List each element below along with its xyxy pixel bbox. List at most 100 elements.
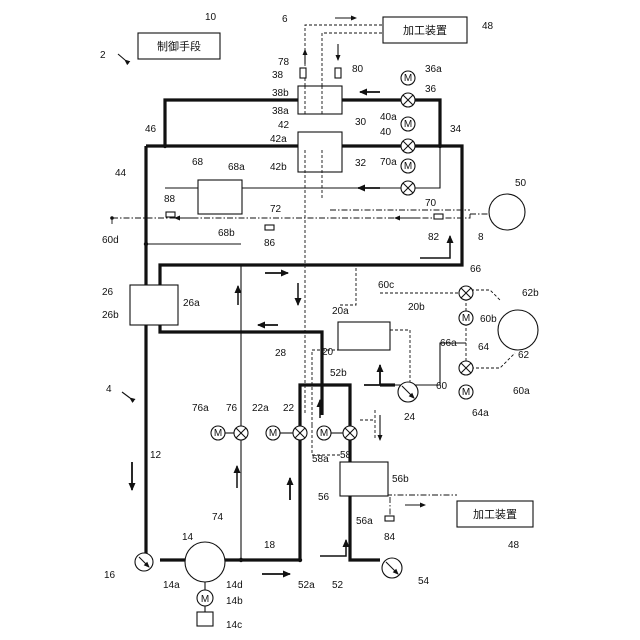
svg-text:M: M: [320, 428, 328, 439]
svg-text:38a: 38a: [272, 106, 289, 117]
signal-line-6: [305, 18, 383, 86]
svg-text:68a: 68a: [228, 162, 245, 173]
svg-text:M: M: [214, 428, 222, 439]
gauge-54: [382, 558, 402, 578]
svg-text:60a: 60a: [513, 386, 530, 397]
processing-device-bottom-box: 加工装置: [457, 501, 533, 527]
svg-text:26: 26: [102, 287, 114, 298]
svg-text:20b: 20b: [408, 302, 425, 313]
svg-text:14: 14: [182, 532, 194, 543]
svg-text:56: 56: [318, 492, 330, 503]
svg-text:30: 30: [355, 117, 367, 128]
svg-text:26a: 26a: [183, 298, 200, 309]
svg-text:6: 6: [282, 14, 288, 25]
svg-text:66a: 66a: [440, 338, 457, 349]
svg-text:42: 42: [278, 120, 290, 131]
svg-text:62: 62: [518, 350, 530, 361]
heat-exchanger-56: [340, 462, 388, 496]
svg-text:14a: 14a: [163, 580, 180, 591]
valve-58: M: [317, 426, 357, 440]
svg-text:72: 72: [270, 204, 282, 215]
heat-exchanger-26: [130, 285, 178, 325]
control-unit-box: 制御手段: [138, 33, 220, 59]
box-14c: [197, 612, 213, 626]
svg-text:64a: 64a: [472, 408, 489, 419]
svg-text:62b: 62b: [522, 288, 539, 299]
svg-text:12: 12: [150, 450, 162, 461]
svg-text:60b: 60b: [480, 314, 497, 325]
svg-text:36: 36: [425, 84, 437, 95]
svg-text:22: 22: [283, 403, 295, 414]
svg-text:54: 54: [418, 576, 430, 587]
thin-pipes: [146, 146, 466, 560]
svg-text:40: 40: [380, 127, 392, 138]
svg-text:20a: 20a: [332, 306, 349, 317]
svg-text:28: 28: [275, 348, 287, 359]
pump-14: M: [185, 542, 225, 626]
gauge-24: [398, 382, 418, 402]
svg-text:M: M: [269, 428, 277, 439]
svg-text:82: 82: [428, 232, 440, 243]
svg-text:14d: 14d: [226, 580, 243, 591]
valve-22: M: [266, 426, 307, 440]
heat-exchanger-20: [338, 322, 390, 350]
svg-text:10: 10: [205, 12, 217, 23]
svg-text:M: M: [201, 594, 209, 605]
sensor-80: [335, 68, 341, 78]
tank-50: [489, 194, 525, 230]
svg-text:56a: 56a: [356, 516, 373, 527]
heat-exchanger-68: [198, 180, 242, 214]
svg-text:42a: 42a: [270, 134, 287, 145]
svg-text:60: 60: [436, 381, 448, 392]
svg-text:70a: 70a: [380, 157, 397, 168]
svg-text:38: 38: [272, 70, 284, 81]
processing-device-bottom-label: 加工装置: [473, 508, 517, 521]
svg-text:52b: 52b: [330, 368, 347, 379]
sensor-86: [265, 225, 274, 230]
svg-text:14c: 14c: [226, 620, 242, 631]
svg-text:36a: 36a: [425, 64, 442, 75]
sensor-82: [434, 214, 443, 219]
svg-text:26b: 26b: [102, 310, 119, 321]
svg-text:38b: 38b: [272, 88, 289, 99]
svg-text:18: 18: [264, 540, 276, 551]
svg-text:8: 8: [478, 232, 484, 243]
svg-text:22a: 22a: [252, 403, 269, 414]
svg-text:34: 34: [450, 124, 462, 135]
svg-text:M: M: [404, 161, 412, 172]
svg-text:M: M: [462, 313, 470, 324]
svg-text:60d: 60d: [102, 235, 119, 246]
svg-text:58: 58: [340, 450, 352, 461]
svg-text:4: 4: [106, 384, 112, 395]
svg-text:76: 76: [226, 403, 238, 414]
svg-text:68: 68: [192, 157, 204, 168]
svg-text:20: 20: [322, 347, 334, 358]
valve-64: M: [459, 361, 473, 399]
control-unit-label: 制御手段: [157, 39, 201, 53]
svg-text:50: 50: [515, 178, 527, 189]
tank-62: [498, 310, 538, 350]
svg-text:58a: 58a: [312, 454, 329, 465]
sensor-84: [385, 516, 394, 521]
sensor-88: [166, 212, 175, 217]
svg-text:74: 74: [212, 512, 224, 523]
svg-text:24: 24: [404, 412, 416, 423]
heat-exchanger-42: [298, 132, 342, 172]
svg-text:64: 64: [478, 342, 490, 353]
svg-text:M: M: [462, 387, 470, 398]
processing-device-top-label: 加工装置: [403, 24, 447, 37]
svg-text:16: 16: [104, 570, 116, 581]
svg-text:68b: 68b: [218, 228, 235, 239]
svg-text:56b: 56b: [392, 474, 409, 485]
sensor-78: [300, 68, 306, 78]
heat-exchanger-38: [298, 68, 342, 114]
svg-text:78: 78: [278, 57, 290, 68]
svg-text:60c: 60c: [378, 280, 394, 291]
svg-text:2: 2: [100, 50, 106, 61]
svg-text:M: M: [404, 73, 412, 84]
svg-text:52: 52: [332, 580, 344, 591]
valve-36: M: [401, 71, 415, 107]
svg-text:80: 80: [352, 64, 364, 75]
gauge-16: [135, 553, 153, 571]
processing-device-top-box: 加工装置: [383, 17, 467, 43]
